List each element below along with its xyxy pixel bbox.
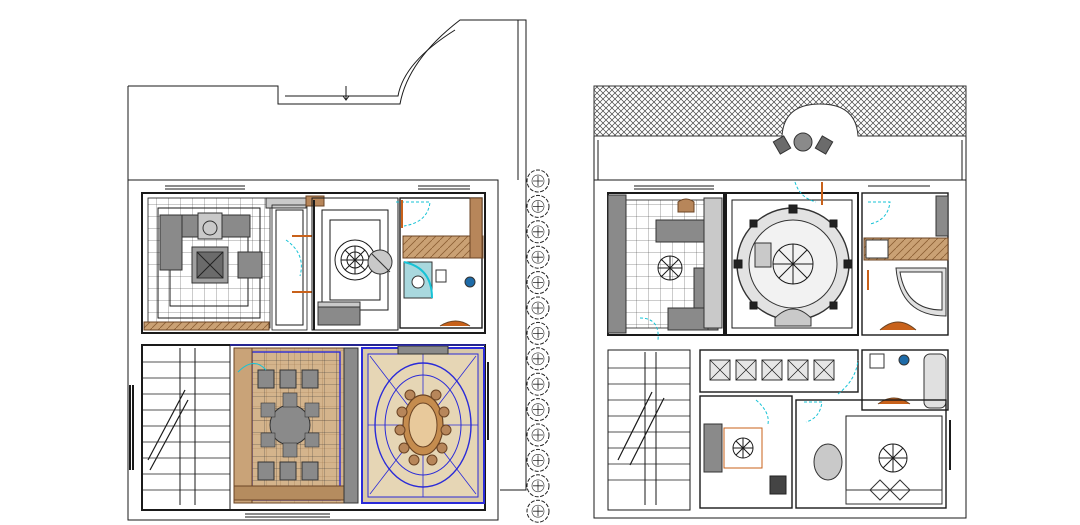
tree-icon [526,271,550,295]
tree-icon [526,474,550,498]
left-building-outline [127,179,499,521]
tree-icon [526,245,550,269]
living-room [143,197,307,331]
right-staircase [607,349,691,511]
bedroom-one [607,192,725,341]
tree-icon [526,448,550,472]
terrace-hatch [593,85,967,137]
tree-icon [526,321,550,345]
tree-icon [526,499,550,523]
dining-hall [361,345,489,504]
left-bathroom [396,197,484,329]
kitchen-dining [233,347,359,504]
tree-icon [526,372,550,396]
tree-icon [526,194,550,218]
chandelier-icon [732,437,754,459]
tree-icon [526,347,550,371]
tree-icon [526,296,550,320]
round-hall [725,181,859,336]
right-bath-upper [861,192,949,336]
chandelier-icon [878,443,908,473]
foyer [271,195,325,331]
tree-icon [526,398,550,422]
lobby [311,197,399,331]
patio-seating [772,132,834,155]
tree-icon [526,169,550,193]
bedroom-two [699,395,793,509]
corridor-panels [699,349,859,395]
chandelier-icon [657,255,683,281]
tree-column [526,169,550,523]
left-plan [127,19,527,521]
right-bath-lower [861,349,949,411]
master-bedroom [795,399,951,509]
tree-icon [526,220,550,244]
tree-icon [526,423,550,447]
left-staircase [129,344,231,511]
right-plan [593,85,967,519]
